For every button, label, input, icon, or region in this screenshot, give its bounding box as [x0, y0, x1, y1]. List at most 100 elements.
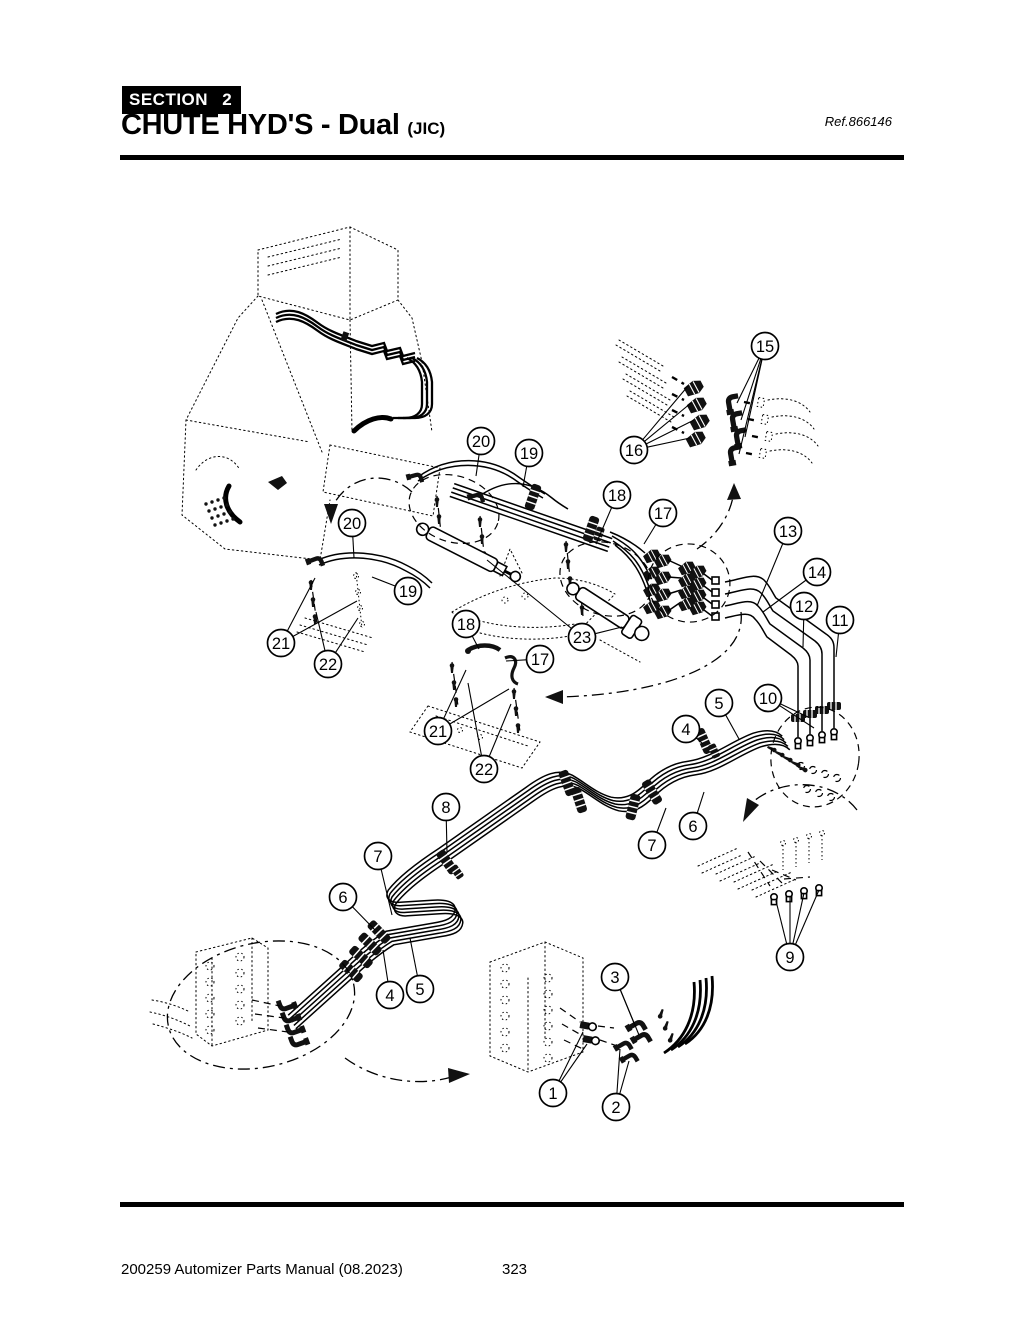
- callout-7: 7: [363, 841, 393, 916]
- callout-13: 13: [756, 516, 803, 607]
- svg-text:21: 21: [429, 723, 447, 741]
- jic-fitting-rows: [609, 531, 720, 622]
- right-arrow: [448, 1068, 470, 1083]
- svg-text:7: 7: [373, 848, 382, 866]
- svg-text:4: 4: [385, 987, 394, 1005]
- hose-19: [477, 482, 569, 510]
- svg-text:17: 17: [654, 505, 672, 523]
- callout-20: 20: [466, 426, 496, 477]
- detail-balloon: [408, 473, 500, 545]
- left-arrow: [545, 690, 563, 704]
- steel-tube-lines: [724, 575, 842, 802]
- straight-fitting: [581, 1034, 601, 1046]
- mid-bracket-group: [409, 643, 541, 769]
- ghost-hose-ends: [756, 396, 819, 464]
- svg-text:19: 19: [399, 583, 417, 601]
- callout-15: 15: [736, 331, 780, 455]
- footer-page-number: 323: [502, 1261, 528, 1278]
- fitting-drops: [434, 495, 585, 617]
- svg-text:17: 17: [531, 651, 549, 669]
- svg-text:13: 13: [779, 523, 797, 541]
- footer-rule: [120, 1202, 904, 1207]
- callout-22: 22: [467, 682, 512, 784]
- svg-text:6: 6: [688, 818, 697, 836]
- callout-4: 4: [375, 949, 405, 1010]
- svg-text:6: 6: [338, 889, 347, 907]
- flow-arrows: [324, 477, 858, 1083]
- callout-18: 18: [595, 480, 632, 545]
- reference-number: Ref.866146: [824, 114, 892, 129]
- up-arrow: [727, 483, 741, 500]
- callout-23: 23: [486, 559, 623, 652]
- callout-7: 7: [637, 807, 667, 860]
- svg-text:7: 7: [647, 837, 656, 855]
- svg-text:3: 3: [610, 969, 619, 987]
- page-title-text: CHUTE HYD'S - Dual: [121, 109, 400, 141]
- svg-text:11: 11: [831, 612, 848, 630]
- callout-6: 6: [328, 882, 376, 931]
- callout-21: 21: [266, 577, 358, 658]
- hose-clamp: [340, 331, 350, 342]
- callout-22: 22: [313, 611, 359, 679]
- footer-manual-info: 200259 Automizer Parts Manual (08.2023): [121, 1261, 403, 1278]
- callout-16: 16: [619, 385, 695, 465]
- detail-balloon: [647, 543, 731, 623]
- header-rule: [120, 155, 904, 160]
- callout-11: 11: [825, 605, 855, 658]
- callout-20: 20: [337, 508, 367, 559]
- detail-balloon: [559, 541, 653, 617]
- platform-hose: [351, 415, 394, 434]
- callout-5: 5: [405, 937, 435, 1004]
- section-label: SECTION 2: [122, 86, 242, 114]
- left-manifold-group: [149, 937, 356, 1070]
- callout-18: 18: [451, 609, 481, 650]
- svg-text:23: 23: [573, 629, 591, 647]
- svg-text:10: 10: [759, 690, 777, 708]
- truck-valve-cluster: [204, 496, 235, 527]
- valve-bank-group: [489, 941, 714, 1073]
- callout-3: 3: [600, 962, 640, 1036]
- main-hose-bundle: [278, 726, 809, 1049]
- callout-17: 17: [643, 498, 678, 545]
- page-title: CHUTE HYD'S - Dual (JIC): [121, 109, 445, 142]
- callout-17: 17: [505, 644, 555, 674]
- callout-2: 2: [601, 1048, 631, 1122]
- callout-6: 6: [678, 791, 708, 841]
- callout-9: 9: [775, 889, 820, 972]
- svg-text:18: 18: [608, 487, 626, 505]
- straight-fitting: [578, 1020, 598, 1032]
- svg-text:1: 1: [548, 1085, 557, 1103]
- svg-text:21: 21: [272, 635, 290, 653]
- svg-text:4: 4: [681, 721, 690, 739]
- down-arrow: [324, 504, 338, 524]
- svg-text:16: 16: [625, 442, 643, 460]
- truck-ghost: [181, 226, 441, 561]
- page-title-suffix: (JIC): [407, 119, 446, 138]
- callout-12: 12: [789, 591, 819, 648]
- callout-10: 10: [753, 683, 815, 729]
- svg-text:20: 20: [472, 433, 490, 451]
- callout-1: 1: [538, 1031, 588, 1108]
- svg-text:18: 18: [457, 616, 475, 634]
- svg-text:8: 8: [441, 799, 450, 817]
- detail-balloon: [166, 940, 356, 1070]
- callout-14: 14: [762, 557, 832, 613]
- down-left-arrow: [743, 798, 759, 822]
- bundle-clamp: [624, 792, 642, 822]
- callout-8: 8: [431, 792, 461, 853]
- svg-text:9: 9: [785, 949, 794, 967]
- truck-hose-bundle: [204, 309, 434, 527]
- svg-text:12: 12: [795, 598, 813, 616]
- elbow-fitting: [619, 1051, 638, 1069]
- right-ghost-fittings: [697, 830, 825, 906]
- svg-text:5: 5: [415, 981, 424, 999]
- callout-4: 4: [671, 714, 704, 745]
- svg-text:5: 5: [714, 695, 723, 713]
- tube-clamp: [802, 709, 818, 719]
- hose-20-elbow-fitting: [406, 471, 423, 486]
- chute-cylinder-lower: [566, 581, 650, 642]
- left-hose-group: [296, 553, 433, 653]
